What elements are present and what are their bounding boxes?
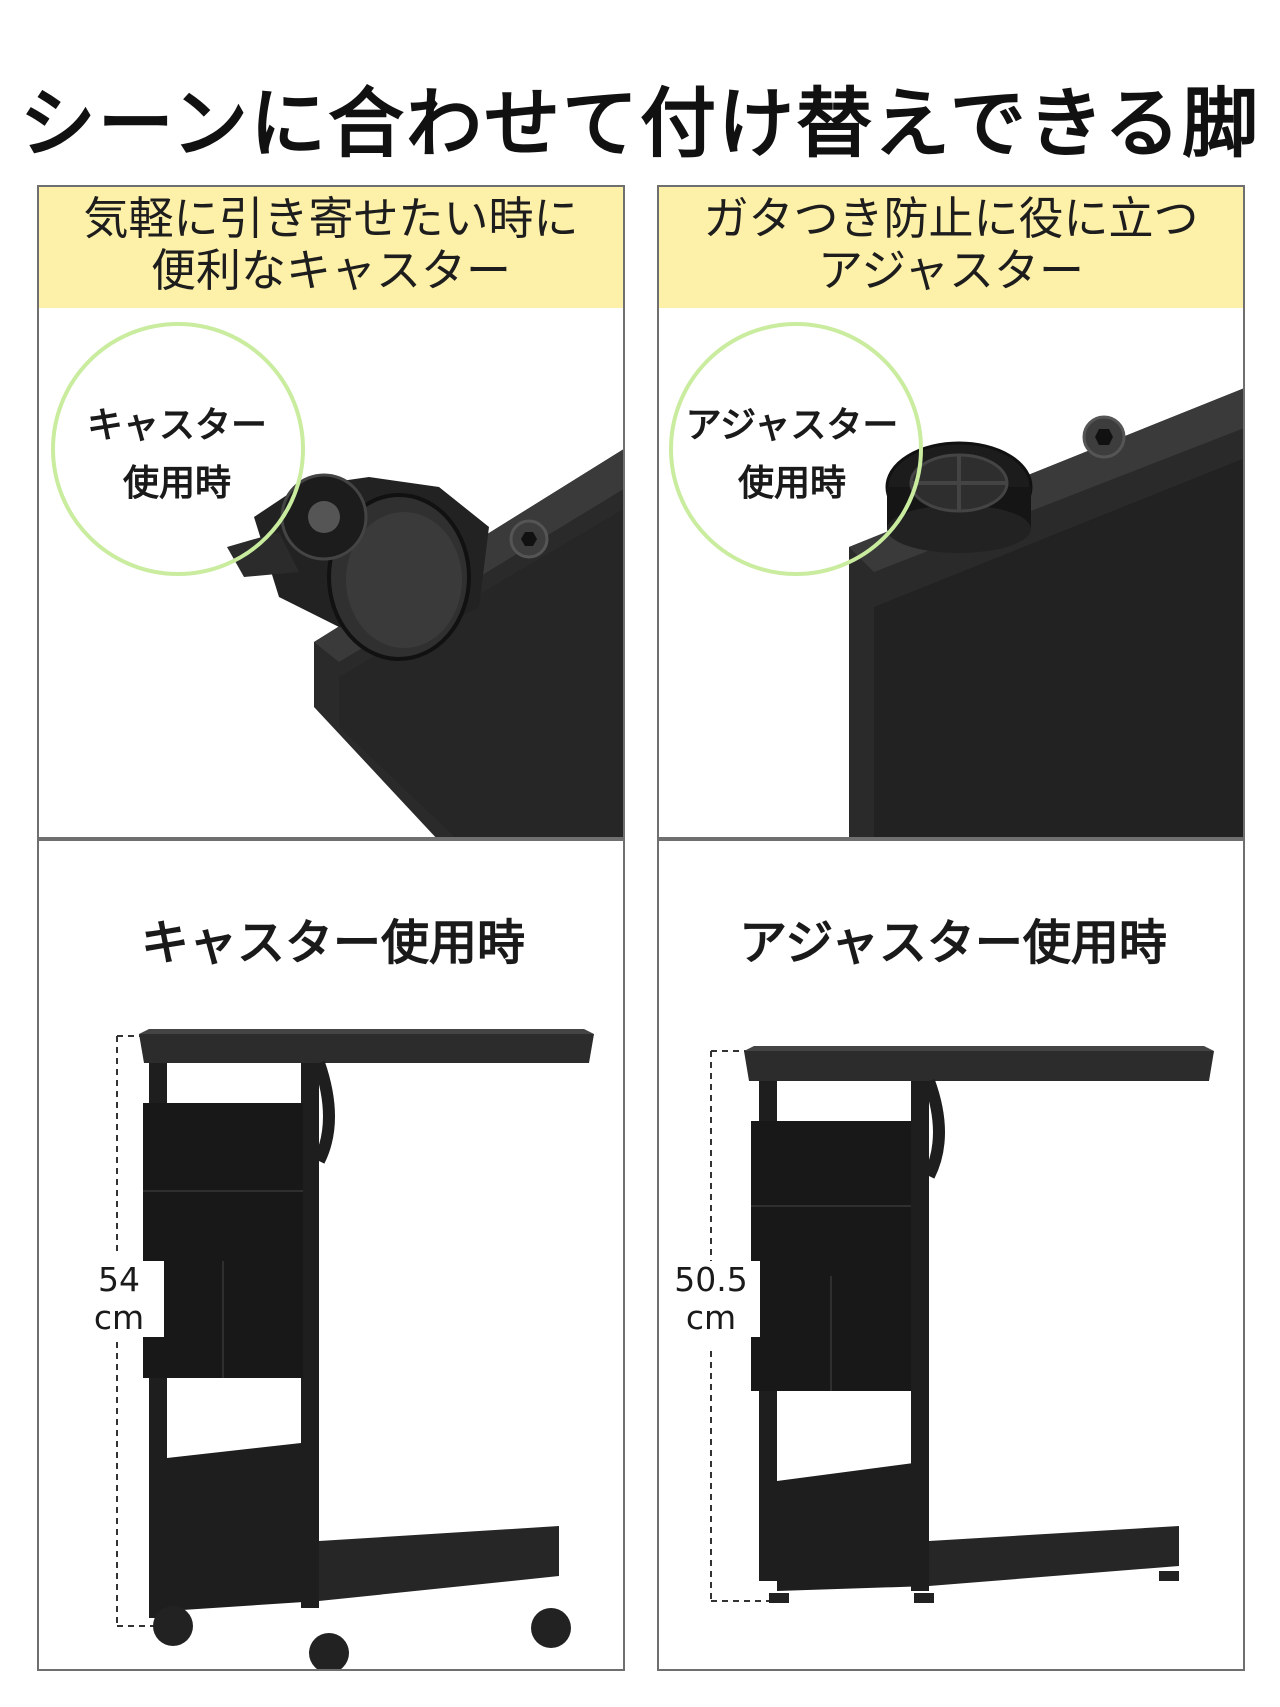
adjuster-full-panel: アジャスター使用時 50.5 cm — [657, 839, 1245, 1671]
adjuster-closeup-illustration — [849, 388, 1243, 837]
adjuster-heading: アジャスター使用時 — [739, 915, 1167, 971]
caster-heading: キャスター使用時 — [140, 915, 525, 971]
adjuster-closeup-panel: ガタつき防止に役に立つ アジャスター アジャスター 使用時 — [657, 185, 1245, 839]
adjuster-table-illustration — [710, 1046, 1214, 1603]
caster-height-label: 54 cm — [74, 1261, 164, 1337]
caster-circle-line2: 使用時 — [122, 463, 231, 504]
adjuster-height-unit: cm — [685, 1298, 737, 1337]
adjuster-circle-line1: アジャスター — [685, 405, 899, 446]
caster-full-panel: キャスター使用時 54 cm — [37, 839, 625, 1671]
adjuster-height-value: 50.5 — [674, 1260, 748, 1299]
caster-caption-line1: 気軽に引き寄せたい時に — [83, 192, 579, 245]
caster-closeup-illustration — [227, 449, 623, 837]
adjuster-highlight-circle — [669, 322, 923, 576]
adjuster-caption: ガタつき防止に役に立つ アジャスター — [659, 187, 1243, 308]
caster-height-value: 54 — [98, 1260, 140, 1299]
caster-circle-label: キャスター 使用時 — [77, 397, 277, 513]
caster-circle-line1: キャスター — [86, 405, 267, 446]
adjuster-circle-label: アジャスター 使用時 — [677, 397, 907, 513]
adjuster-caption-line1: ガタつき防止に役に立つ — [703, 192, 1199, 245]
caster-highlight-circle — [51, 322, 305, 576]
page-title: シーンに合わせて付け替えできる脚 — [19, 79, 1261, 168]
caster-table-illustration — [116, 1029, 594, 1669]
caster-caption-line2: 便利なキャスター — [150, 244, 511, 297]
caster-closeup-panel: 気軽に引き寄せたい時に 便利なキャスター キャスター 使用時 — [37, 185, 625, 839]
adjuster-caption-line2: アジャスター — [818, 244, 1084, 297]
caster-caption: 気軽に引き寄せたい時に 便利なキャスター — [39, 187, 623, 308]
adjuster-height-label: 50.5 cm — [662, 1261, 760, 1337]
caster-height-unit: cm — [93, 1298, 145, 1337]
adjuster-circle-line2: 使用時 — [737, 463, 846, 504]
